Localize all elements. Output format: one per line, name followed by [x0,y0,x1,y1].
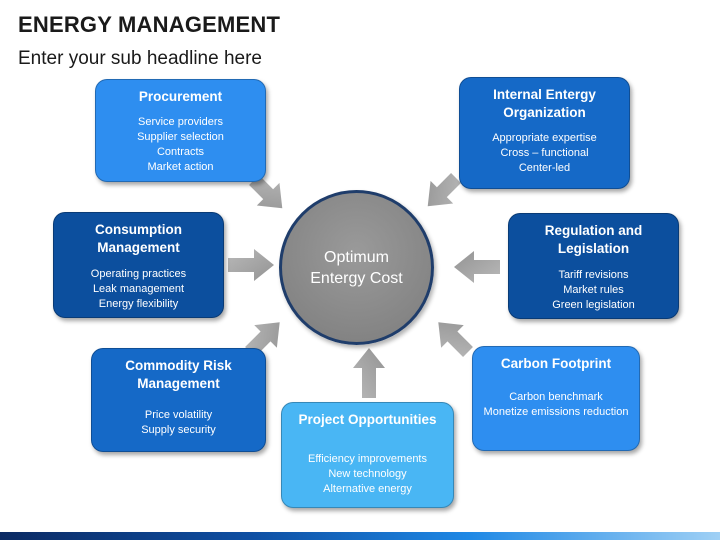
list-item: Leak management [92,283,185,295]
box-commodity-risk: Commodity Risk Management Price volatili… [91,348,266,452]
list-item: Operating practices [90,268,187,280]
box-project-opps: Project Opportunities Efficiency improve… [281,402,454,508]
center-line-1: Optimum [324,248,389,266]
list-item: New technology [328,468,407,480]
box-items: Tariff revisions Market rules Green legi… [509,268,678,313]
page-title: ENERGY MANAGEMENT [18,12,281,37]
list-item: Carbon benchmark [509,391,603,403]
list-item: Market action [147,161,214,173]
arrow-internal-org [427,173,461,207]
box-title: Carbon Footprint [500,356,612,371]
list-item: Supplier selection [137,131,224,143]
list-item: Service providers [138,116,223,128]
list-item: Supply security [141,424,216,436]
list-item: Monetize emissions reduction [483,406,629,418]
list-item: Price volatility [144,409,213,421]
list-item: Green legislation [552,299,635,311]
center-optimum-cost: Optimum Entergy Cost [279,190,434,345]
box-internal-org: Internal Entergy Organization Appropriat… [459,77,630,189]
box-carbon: Carbon Footprint Carbon benchmark Moneti… [472,346,640,451]
list-item: Center-led [518,162,571,174]
list-item: Cross – functional [500,147,589,159]
arrow-consumption [228,249,274,281]
box-title-line-2: Management [137,376,220,391]
list-item: Appropriate expertise [492,132,597,144]
page-subtitle: Enter your sub headline here [18,48,262,69]
box-title: Procurement [138,89,223,104]
box-items: Efficiency improvements New technology A… [282,452,453,497]
box-title-line-1: Internal Entergy [493,87,596,102]
arrow-regulation [454,251,500,283]
box-items: Appropriate expertise Cross – functional… [460,131,629,176]
box-title-line-2: Legislation [557,241,630,256]
list-item: Energy flexibility [98,298,179,310]
list-item: Tariff revisions [558,269,629,281]
box-title-line-2: Organization [503,105,586,120]
list-item: Contracts [156,146,205,158]
box-title: Project Opportunities [298,412,437,427]
list-item: Market rules [563,284,624,296]
arrow-carbon [438,322,473,357]
center-line-2: Entergy Cost [310,269,403,287]
box-title-line-1: Regulation and [544,223,643,238]
box-procurement: Procurement Service providers Supplier s… [95,79,266,182]
box-title-line-1: Consumption [95,222,182,237]
list-item: Alternative energy [323,483,412,495]
arrow-procurement [249,175,283,209]
bottom-gradient-bar [0,532,720,540]
box-title-line-1: Commodity Risk [125,358,232,373]
list-item: Efficiency improvements [307,453,427,465]
arrow-project-opps [353,348,385,398]
box-items: Service providers Supplier selection Con… [96,115,265,175]
box-title-line-2: Management [97,240,180,255]
box-items: Carbon benchmark Monetize emissions redu… [473,390,639,420]
box-regulation: Regulation and Legislation Tariff revisi… [508,213,679,319]
box-items: Operating practices Leak management Ener… [54,267,223,312]
box-items: Price volatility Supply security [92,408,265,438]
box-consumption: Consumption Management Operating practic… [53,212,224,318]
